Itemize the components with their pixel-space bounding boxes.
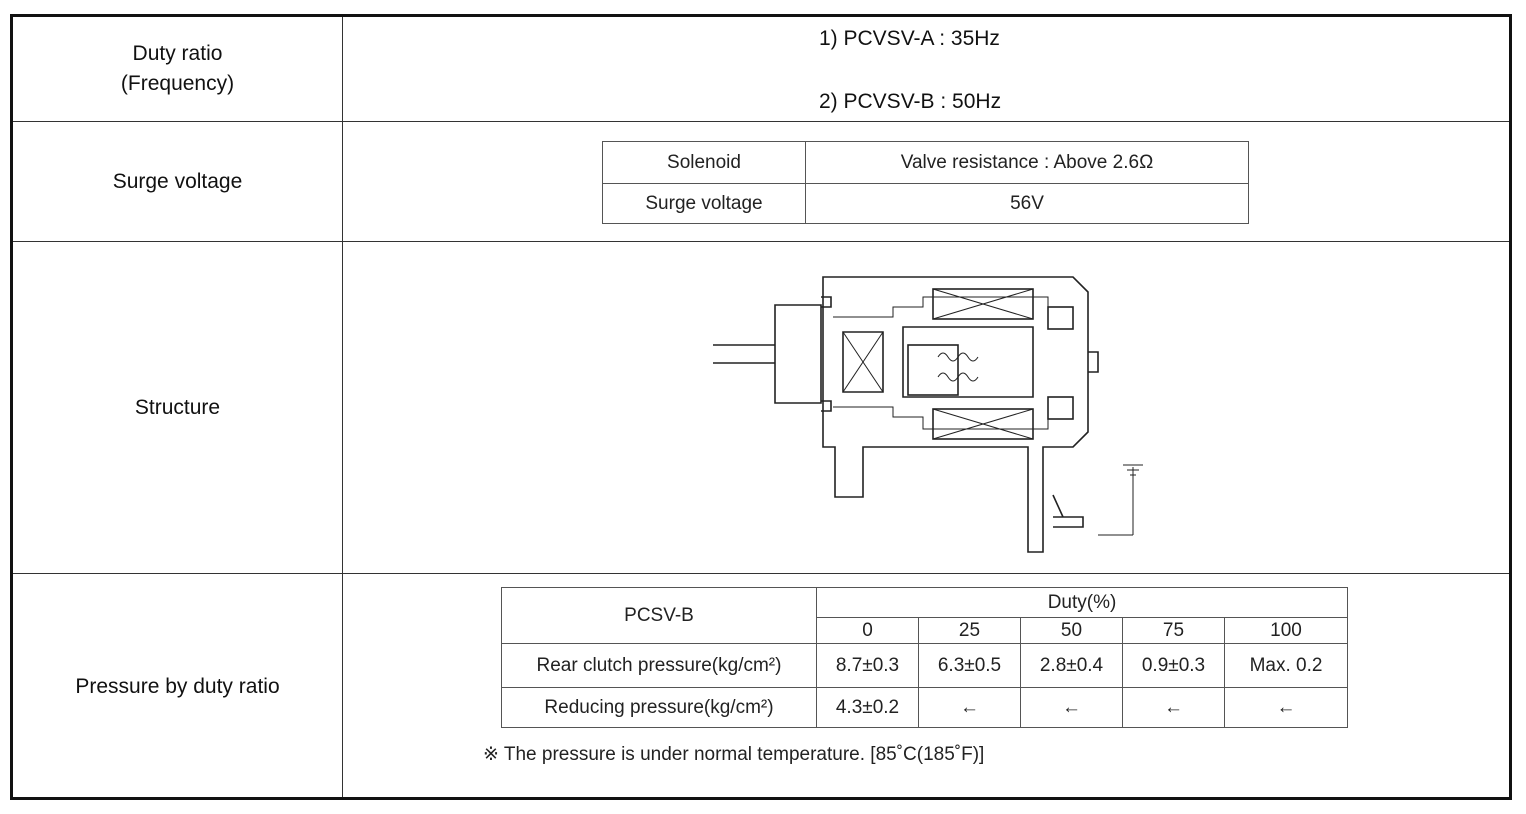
- table-row: 0 25 50 75 100: [502, 617, 1348, 644]
- pressure-value: ←: [1224, 687, 1348, 728]
- surge-table-value: 56V: [805, 183, 1249, 224]
- solenoid-valve-diagram-icon: [713, 276, 1143, 553]
- row-divider: [13, 573, 1509, 574]
- pressure-value: 2.8±0.4: [1020, 643, 1123, 688]
- table-row: Surge voltage 56V: [602, 183, 1249, 224]
- surge-table-value: Valve resistance : Above 2.6Ω: [805, 141, 1249, 184]
- pressure-value: 0.9±0.3: [1122, 643, 1225, 688]
- table-row: Solenoid Valve resistance : Above 2.6Ω: [602, 141, 1249, 184]
- table-row: Rear clutch pressure(kg/cm²) 8.7±0.3 6.3…: [501, 643, 1348, 688]
- pressure-value: 6.3±0.5: [918, 643, 1021, 688]
- pressure-value: ←: [1122, 687, 1225, 728]
- table-row: Reducing pressure(kg/cm²) 4.3±0.2 ← ← ← …: [501, 687, 1348, 728]
- duty-ratio-label-line2: (Frequency): [120, 72, 235, 95]
- duty-ratio-line-b: 2) PCVSV-B : 50Hz: [819, 90, 1002, 113]
- duty-ratio-line-a: 1) PCVSV-A : 35Hz: [819, 27, 1000, 50]
- surge-voltage-label: Surge voltage: [112, 169, 243, 193]
- pressure-value: 4.3±0.2: [816, 687, 919, 728]
- pressure-row-name: Reducing pressure(kg/cm²): [501, 687, 817, 728]
- duty-column-header: 0: [816, 617, 919, 644]
- surge-voltage-table: Solenoid Valve resistance : Above 2.6Ω S…: [602, 141, 1249, 224]
- duty-column-header: 50: [1020, 617, 1123, 644]
- pressure-value: ←: [918, 687, 1021, 728]
- duty-column-header: 75: [1122, 617, 1225, 644]
- pressure-value: 8.7±0.3: [816, 643, 919, 688]
- pressure-value: ←: [1020, 687, 1123, 728]
- row-divider: [13, 121, 1509, 122]
- spec-table-frame: Duty ratio (Frequency) 1) PCVSV-A : 35Hz…: [10, 14, 1512, 800]
- table-row: PCSV-B Duty(%): [501, 587, 1348, 644]
- structure-label: Structure: [134, 395, 221, 419]
- pressure-row-name: Rear clutch pressure(kg/cm²): [501, 643, 817, 688]
- pressure-value: Max. 0.2: [1224, 643, 1348, 688]
- duty-ratio-label-line1: Duty ratio: [132, 42, 223, 65]
- duty-column-header: 100: [1224, 617, 1348, 644]
- row-divider: [13, 241, 1509, 242]
- pressure-table-corner: PCSV-B: [501, 587, 817, 644]
- duty-group-header: Duty(%): [816, 587, 1348, 618]
- duty-column-header: 25: [918, 617, 1021, 644]
- surge-table-key: Solenoid: [602, 141, 806, 184]
- surge-table-key: Surge voltage: [602, 183, 806, 224]
- pressure-note: ※ The pressure is under normal temperatu…: [483, 744, 985, 765]
- duty-ratio-label: Duty ratio (Frequency): [13, 17, 342, 121]
- pressure-label: Pressure by duty ratio: [75, 675, 280, 698]
- column-divider: [342, 17, 343, 797]
- pressure-table: PCSV-B Duty(%) 0 25 50 75 100 Rear clutc…: [501, 587, 1348, 728]
